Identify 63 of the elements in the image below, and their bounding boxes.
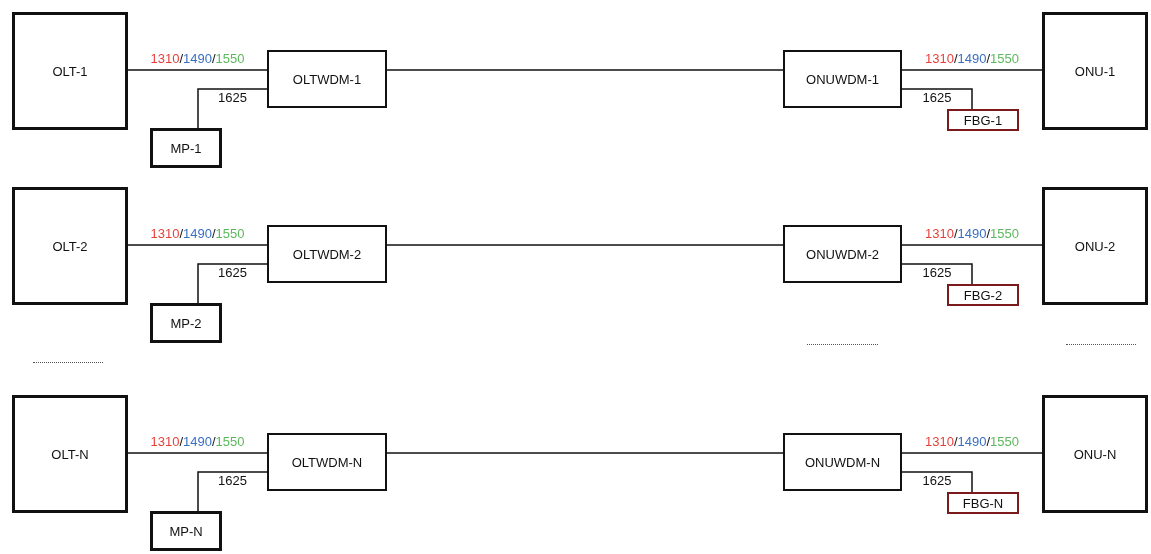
node-label: OLT-N (51, 446, 89, 462)
wdm-box (783, 225, 902, 283)
node-label: ONUWDM-N (804, 454, 881, 470)
edge-label: 1625 (218, 473, 247, 488)
node-label: ONUWDM-1 (806, 71, 879, 87)
fiber-line (901, 263, 973, 285)
edge-label: 1310/1490/1550 (925, 51, 1019, 66)
edge-label: 1625 (922, 473, 952, 488)
onu-box (1042, 12, 1148, 130)
olt-box (12, 395, 128, 513)
olt-box (12, 187, 128, 305)
fiber-line (127, 452, 268, 454)
edge-label: 1310/1490/1550 (150, 434, 245, 449)
edge-label: 1625 (922, 265, 952, 280)
wdm-box (267, 225, 387, 283)
node-label: MP-N (169, 523, 203, 539)
edge-label: 1310/1490/1550 (150, 51, 245, 66)
fiber-line (901, 244, 1043, 246)
node-label: MP-1 (170, 140, 202, 156)
fiber-line (386, 69, 784, 71)
node-label: OLT-2 (52, 238, 88, 254)
edge-label: 1310/1490/1550 (925, 434, 1019, 449)
node-label: OLTWDM-2 (292, 246, 362, 262)
fiber-line (197, 88, 268, 129)
node-label: ONUWDM-2 (806, 246, 879, 262)
edge-label: 1310/1490/1550 (925, 226, 1019, 241)
node-label: MP-2 (170, 315, 202, 331)
olt-box (12, 12, 128, 130)
node-label: FBG-N (962, 495, 1004, 511)
node-label: FBG-1 (963, 112, 1003, 128)
node-label: ONU-2 (1074, 238, 1116, 254)
fiber-line (127, 244, 268, 246)
fiber-line (901, 452, 1043, 454)
wdm-box (267, 50, 387, 108)
node-label: ONU-1 (1074, 63, 1116, 79)
fiber-line (127, 69, 268, 71)
grating-box (947, 492, 1019, 514)
fiber-line (386, 452, 784, 454)
grating-box (947, 109, 1019, 131)
wdm-box (783, 433, 902, 491)
node-label: OLTWDM-N (291, 454, 363, 470)
node-label: FBG-2 (963, 287, 1003, 303)
fiber-line (386, 244, 784, 246)
fiber-line (901, 88, 973, 110)
monitor-box (150, 511, 222, 551)
edge-label: 1625 (922, 90, 952, 105)
onu-box (1042, 187, 1148, 305)
fiber-line (901, 69, 1043, 71)
edge-label: 1625 (218, 265, 247, 280)
fiber-line (901, 471, 973, 493)
onu-box (1042, 395, 1148, 513)
fiber-line (197, 471, 268, 512)
edge-label: 1310/1490/1550 (150, 226, 245, 241)
fiber-line (197, 263, 268, 304)
wdm-box (783, 50, 902, 108)
monitor-box (150, 303, 222, 343)
edge-label: 1625 (218, 90, 247, 105)
monitor-box (150, 128, 222, 168)
node-label: ONU-N (1073, 446, 1117, 462)
node-label: OLTWDM-1 (292, 71, 362, 87)
node-label: OLT-1 (52, 63, 88, 79)
wdm-box (267, 433, 387, 491)
grating-box (947, 284, 1019, 306)
